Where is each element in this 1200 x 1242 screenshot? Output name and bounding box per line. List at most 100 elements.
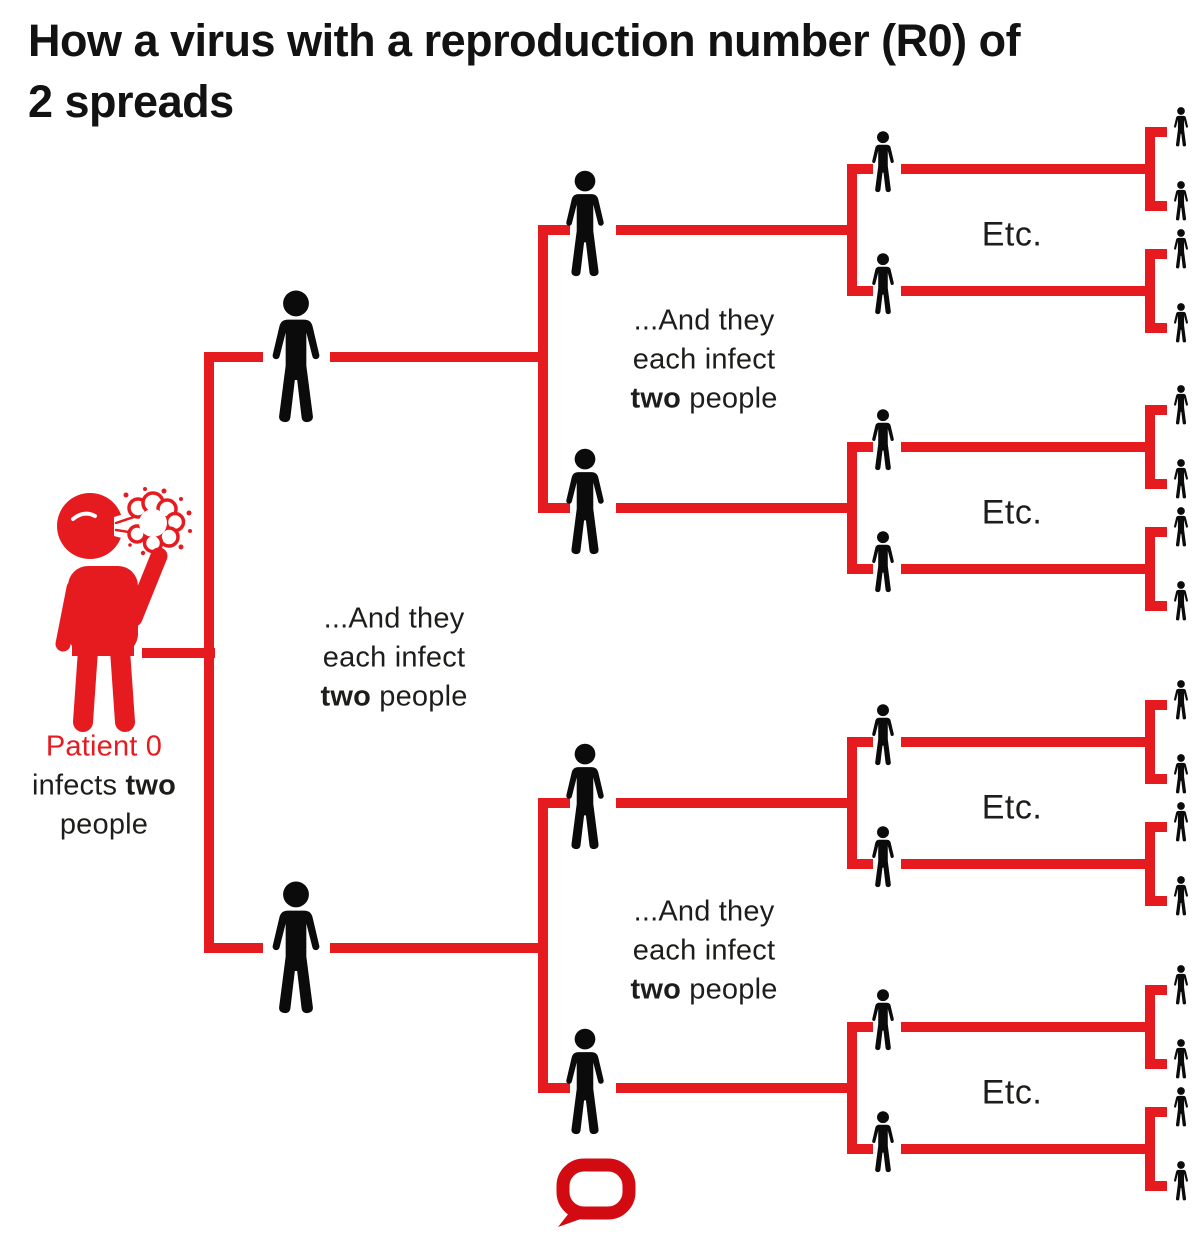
caption-rest: people xyxy=(680,973,778,1006)
patient-head xyxy=(57,493,123,559)
person-icon-gen4 xyxy=(1174,965,1188,1005)
etc-label: Etc. xyxy=(981,493,1043,532)
connector-line xyxy=(1145,822,1155,906)
connector-line xyxy=(1145,985,1155,1069)
connector-line xyxy=(857,164,873,174)
connector-line xyxy=(1155,1059,1167,1069)
patient-zero-caption-line3: people xyxy=(59,808,149,841)
caption-line: two people xyxy=(630,380,777,419)
person-icon-gen4 xyxy=(1174,1087,1188,1127)
logo-bubble xyxy=(556,1158,636,1220)
person-icon-gen4 xyxy=(1174,754,1188,794)
person-icon-gen4 xyxy=(1174,802,1188,842)
connector-line xyxy=(1155,405,1167,415)
caption-line: ...And they xyxy=(633,895,775,928)
connector-lines xyxy=(142,127,1167,1191)
connector-line xyxy=(142,648,215,658)
caption-line: ...And they xyxy=(633,304,775,337)
etc-label: Etc. xyxy=(981,1073,1043,1112)
connector-line xyxy=(1155,1107,1167,1117)
patient-left-leg xyxy=(73,640,98,732)
coughing-person-icon xyxy=(55,487,192,732)
person-icon-gen3 xyxy=(872,989,894,1051)
connector-line xyxy=(901,1144,1150,1154)
person-icon-gen3 xyxy=(872,409,894,471)
infection-caption-bottom: ...And they each infect two people xyxy=(630,893,777,1010)
patient-zero-caption-line2: infects two xyxy=(32,767,176,806)
cough-cloud-center xyxy=(139,509,167,537)
connector-line xyxy=(847,164,857,296)
connector-line xyxy=(1155,601,1167,611)
connector-line xyxy=(1155,127,1167,137)
person-icon-gen3 xyxy=(872,531,894,593)
connector-line xyxy=(901,859,1150,869)
connector-line xyxy=(548,798,570,808)
person-icon-gen2 xyxy=(566,1028,604,1135)
connector-line xyxy=(1155,1181,1167,1191)
connector-line xyxy=(1155,249,1167,259)
person-icon-gen2 xyxy=(566,448,604,555)
connector-line xyxy=(847,737,857,869)
connector-line xyxy=(857,442,873,452)
person-icon-gen1 xyxy=(272,881,320,1014)
connector-line xyxy=(1145,700,1155,784)
connector-line xyxy=(857,859,873,869)
person-icon-gen1 xyxy=(272,290,320,423)
connector-line xyxy=(1155,700,1167,710)
connector-line xyxy=(847,442,857,574)
patient-zero-name: Patient 0 xyxy=(45,730,163,763)
etc-label: Etc. xyxy=(981,788,1043,827)
patient-caption-bold: two xyxy=(125,769,177,802)
person-icon-gen4 xyxy=(1174,507,1188,547)
caption-bold: two xyxy=(320,680,371,713)
connector-line xyxy=(1155,822,1167,832)
patient-zero-label: Patient 0 infects two people xyxy=(32,728,176,845)
connector-line xyxy=(847,1022,857,1154)
caption-line: each infect xyxy=(632,934,776,967)
person-icon-gen2 xyxy=(566,743,604,850)
connector-line xyxy=(204,352,214,953)
connector-line xyxy=(616,503,852,513)
connector-line xyxy=(538,798,548,1093)
person-icon-gen3 xyxy=(872,253,894,315)
connector-line xyxy=(616,798,852,808)
connector-line xyxy=(901,286,1150,296)
patient-left-arm xyxy=(55,580,82,652)
connector-line xyxy=(1145,405,1155,489)
connector-line xyxy=(1145,527,1155,611)
caption-rest: people xyxy=(680,382,778,415)
connector-line xyxy=(548,225,570,235)
connector-line xyxy=(538,225,548,513)
connector-line xyxy=(548,1083,570,1093)
etc-label: Etc. xyxy=(981,215,1043,254)
connector-line xyxy=(901,442,1150,452)
connector-line xyxy=(1145,127,1155,211)
caption-line: ...And they xyxy=(323,602,465,635)
logo-bubble-tail xyxy=(558,1208,592,1227)
connector-line xyxy=(1155,201,1167,211)
infection-caption-mid: ...And they each infect two people xyxy=(320,600,467,717)
connector-line xyxy=(616,225,852,235)
caption-bold: two xyxy=(630,973,681,1006)
caption-rest: people xyxy=(370,680,468,713)
connector-line xyxy=(857,286,873,296)
connector-line xyxy=(857,564,873,574)
connector-line xyxy=(901,164,1150,174)
person-icon-gen3 xyxy=(872,826,894,888)
connector-line xyxy=(901,564,1150,574)
connector-line xyxy=(1155,323,1167,333)
caption-line: two people xyxy=(320,678,467,717)
connector-line xyxy=(901,737,1150,747)
connector-line xyxy=(1145,1107,1155,1191)
person-icon-gen4 xyxy=(1174,181,1188,221)
caption-bold: two xyxy=(630,382,681,415)
connector-line xyxy=(1155,774,1167,784)
caption-line: each infect xyxy=(322,641,466,674)
connector-line xyxy=(1155,896,1167,906)
page-title-line1: How a virus with a reproduction number (… xyxy=(28,15,1021,66)
connector-line xyxy=(1145,249,1155,333)
connector-line xyxy=(548,503,570,513)
connector-line xyxy=(901,1022,1150,1032)
connector-line xyxy=(1155,527,1167,537)
